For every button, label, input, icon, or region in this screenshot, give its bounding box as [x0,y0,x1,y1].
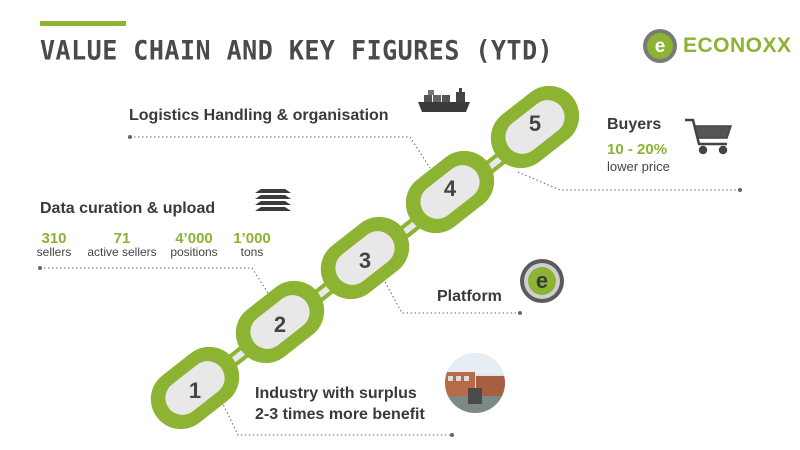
stacked-layers-icon [255,189,291,211]
svg-text:e: e [536,268,548,293]
chain-link-1 [150,346,240,430]
stat-tons: 1’000 tons [226,230,278,259]
svg-text:e: e [655,36,666,57]
platform-label: Platform [437,288,502,305]
connector-dots [38,135,742,437]
brand-logo-text: ECONOXX [683,34,792,57]
stat-positions-value: 4’000 [175,230,213,247]
chain-link-4 [405,150,495,234]
stat-sellers-value: 310 [41,230,67,247]
warehouse-photo [445,353,505,413]
chain-link-5 [490,85,580,169]
stat-tons-value: 1’000 [233,230,271,247]
econoxx-e-icon: e [520,259,564,303]
chain-link-3 [320,216,410,300]
buyers-sub: lower price [607,159,670,174]
stat-active-sellers-value: 71 [113,230,131,247]
chain-number-3: 3 [359,248,371,273]
chain-number-1: 1 [189,378,201,403]
stat-active-sellers: 71 active sellers [84,230,160,259]
chain-number-4: 4 [444,176,457,201]
buyers-figure: 10 - 20% [607,141,668,158]
title-accent-bar [40,21,126,26]
stat-active-sellers-label: active sellers [87,245,157,259]
industry-line-2: 2-3 times more benefit [255,406,425,423]
chain-number-2: 2 [274,312,286,337]
stat-sellers: 310 sellers [34,230,74,259]
chain-number-5: 5 [529,111,541,136]
connector-lines [40,136,740,436]
econoxx-logo-icon: e [643,29,677,63]
shopping-cart-icon [685,118,733,155]
data-curation-label: Data curation & upload [40,200,216,217]
page-title: VALUE CHAIN AND KEY FIGURES (YTD) [40,35,554,66]
logistics-label: Logistics Handling & organisation [129,107,389,124]
cargo-ship-icon [418,88,470,112]
stat-tons-label: tons [240,245,264,259]
buyers-label: Buyers [607,116,662,133]
stat-sellers-label: sellers [36,245,72,259]
chain-link-2 [235,280,325,364]
industry-line-1: Industry with surplus [255,385,417,402]
stat-positions: 4’000 positions [162,230,226,259]
stat-positions-label: positions [170,245,218,259]
